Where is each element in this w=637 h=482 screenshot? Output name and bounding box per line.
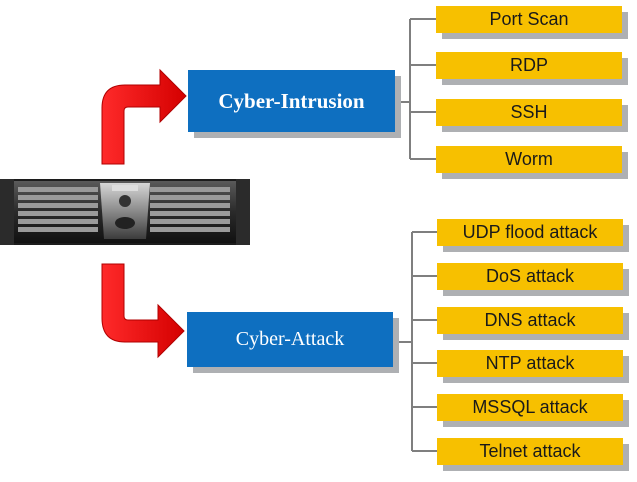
leaf-label: RDP <box>509 55 548 75</box>
leaf-label: SSH <box>510 102 548 122</box>
leaf-label: Worm <box>505 149 553 169</box>
leaf-label: Telnet attack <box>479 441 581 461</box>
leaf-udp-flood-attack: UDP flood attack <box>437 219 623 246</box>
leaf-telnet-attack: Telnet attack <box>437 438 623 465</box>
leaf-label: MSSQL attack <box>472 397 588 417</box>
leaf-ssh: SSH <box>436 99 622 126</box>
leaf-worm: Worm <box>436 146 622 173</box>
cyber-attack-box: Cyber-Attack <box>187 312 393 367</box>
leaf-label: NTP attack <box>485 353 575 373</box>
rack-server-icon <box>0 179 250 245</box>
curved-arrow-down-right-icon <box>101 263 185 359</box>
curved-arrow-up-right-icon <box>101 68 187 165</box>
leaf-label: DoS attack <box>485 266 575 286</box>
cyber-intrusion-box: Cyber-Intrusion <box>188 70 395 132</box>
leaf-rdp: RDP <box>436 52 622 79</box>
leaf-port-scan: Port Scan <box>436 6 622 33</box>
leaf-mssql-attack: MSSQL attack <box>437 394 623 421</box>
cyber-attack-label: Cyber-Attack <box>235 328 345 350</box>
leaf-dos-attack: DoS attack <box>437 263 623 290</box>
leaf-label: UDP flood attack <box>462 222 598 242</box>
leaf-ntp-attack: NTP attack <box>437 350 623 377</box>
leaf-label: DNS attack <box>484 310 576 330</box>
leaf-label: Port Scan <box>489 9 569 29</box>
leaf-dns-attack: DNS attack <box>437 307 623 334</box>
cyber-intrusion-label: Cyber-Intrusion <box>218 88 365 113</box>
